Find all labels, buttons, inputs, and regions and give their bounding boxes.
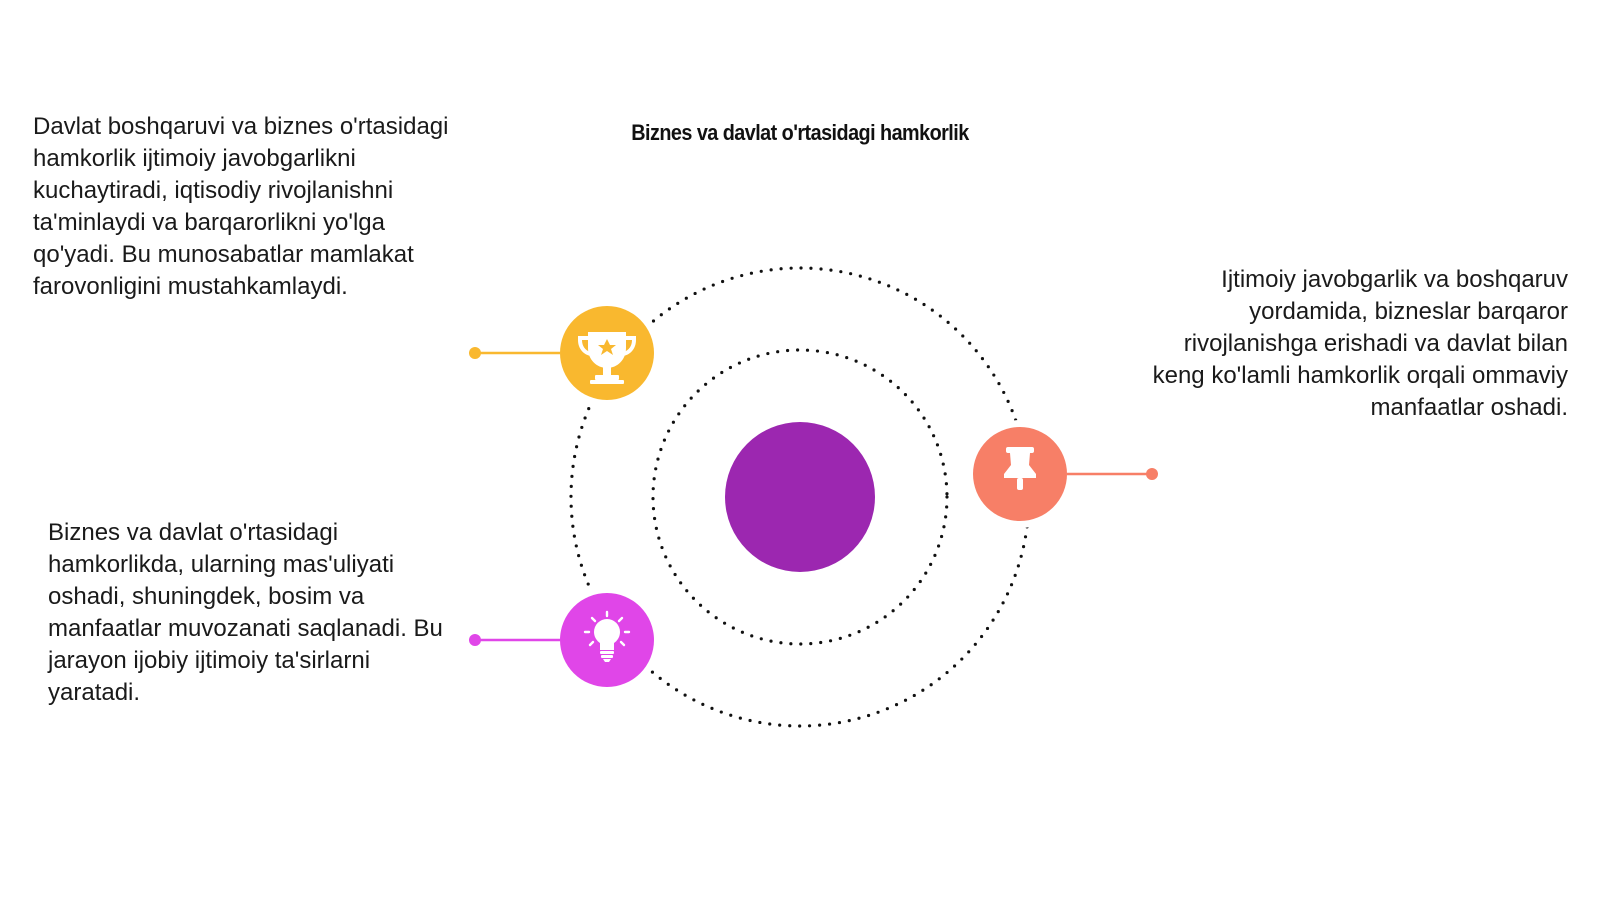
- node-trophy: [469, 299, 661, 407]
- node-lightbulb: [469, 586, 661, 694]
- diagram-title: Biznes va davlat o'rtasidagi hamkorlik: [631, 120, 969, 145]
- trophy-icon: [578, 332, 636, 384]
- lightbulb-icon: [583, 610, 631, 662]
- item-text-trophy: Davlat boshqaruvi va biznes o'rtasidagi …: [33, 113, 449, 300]
- inner-orbit-ring: [651, 348, 949, 646]
- node-pushpin: [966, 420, 1158, 528]
- item-text-pushpin: Ijtimoiy javobgarlik va boshqaruv yordam…: [1152, 266, 1568, 421]
- connector-dot-lightbulb: [469, 634, 481, 646]
- item-text-lightbulb: Biznes va davlat o'rtasidagi hamkorlikda…: [48, 519, 443, 706]
- pushpin-icon: [1004, 447, 1036, 490]
- center-circle: [725, 422, 875, 572]
- connector-dot-trophy: [469, 347, 481, 359]
- connector-dot-pushpin: [1146, 468, 1158, 480]
